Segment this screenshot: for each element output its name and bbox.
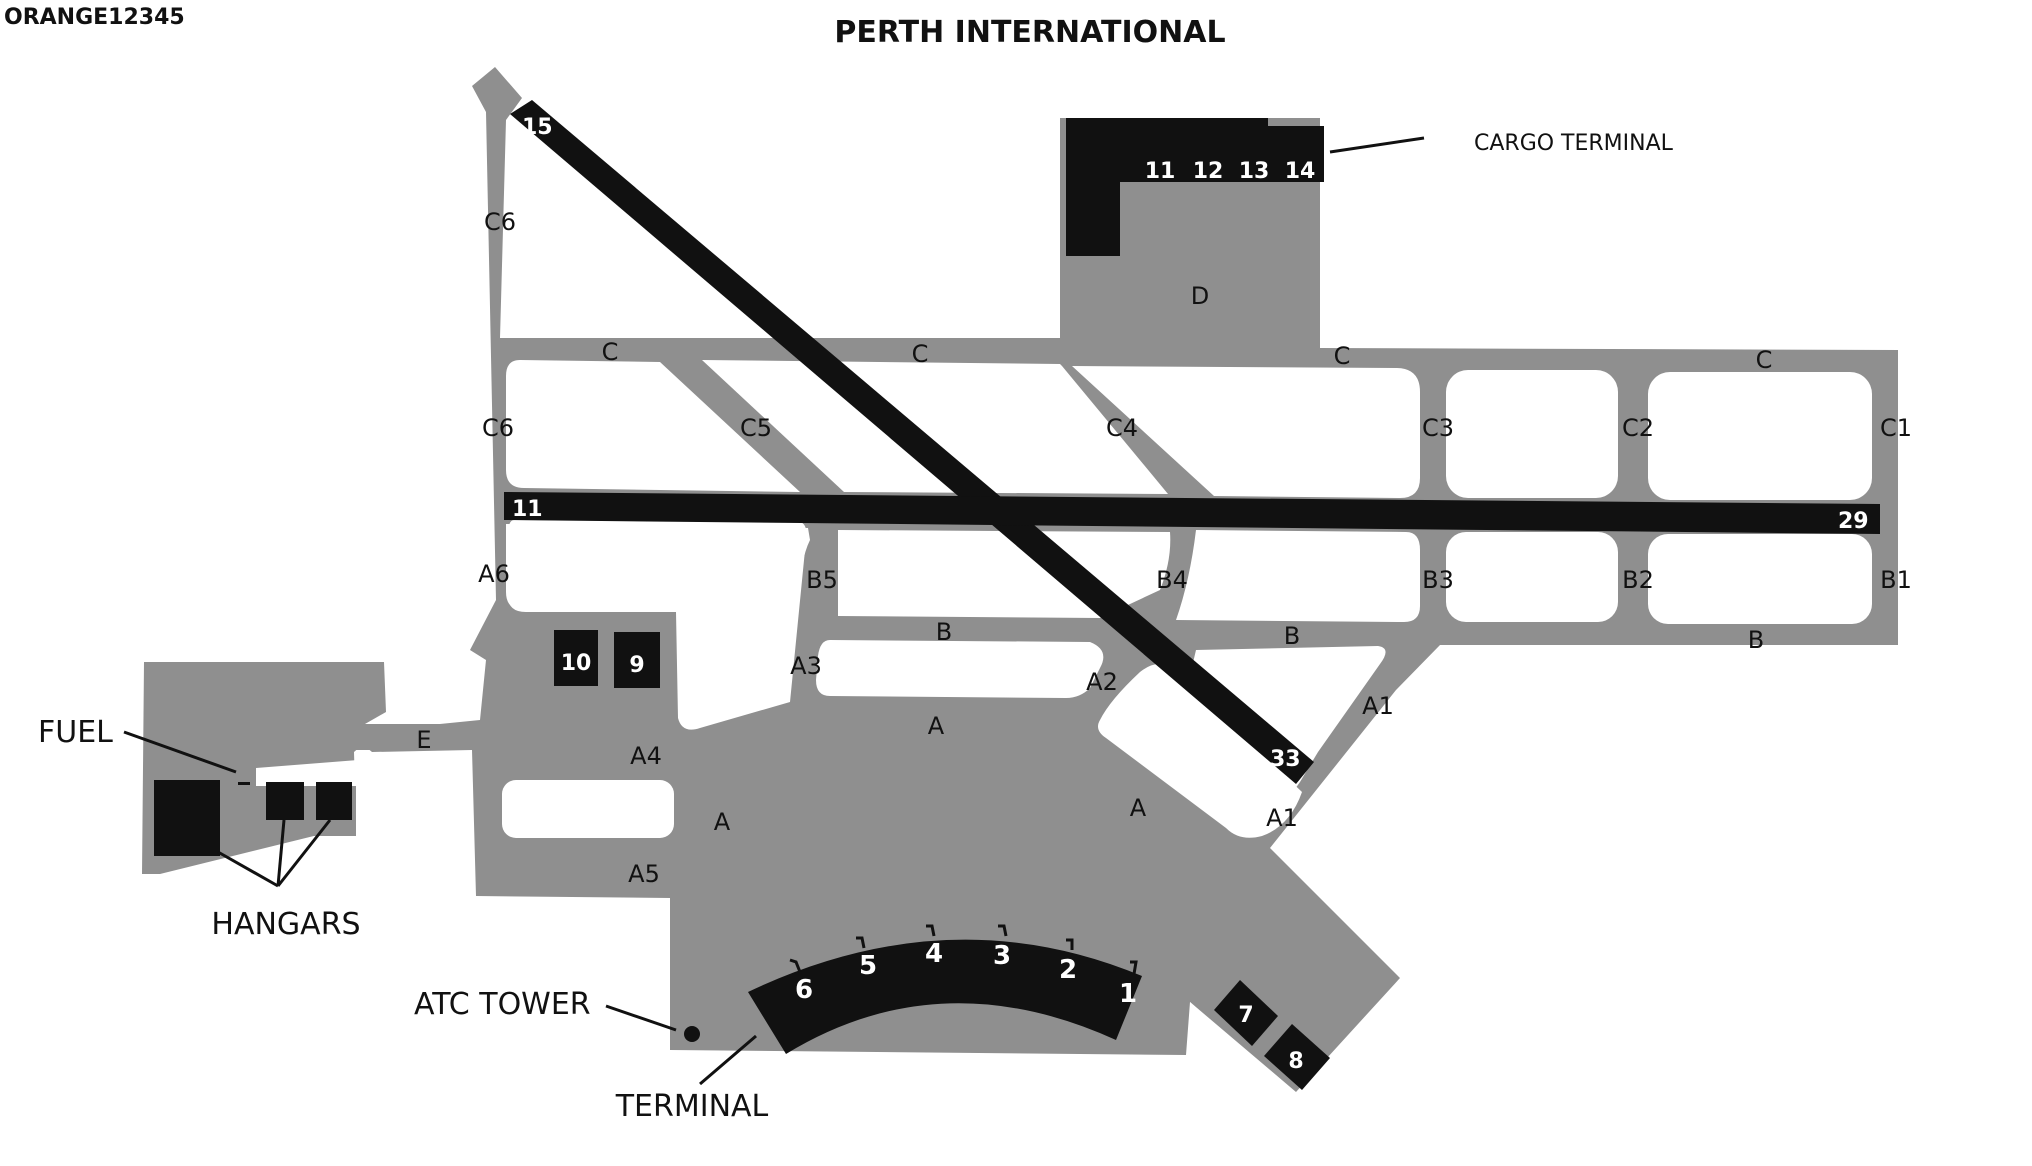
atc-tower-label: ATC TOWER [414, 987, 591, 1022]
cargo-terminal-building [1066, 118, 1324, 256]
gate-label-4: 4 [925, 939, 943, 969]
taxiway-label-c-4: C [1756, 346, 1773, 374]
taxiway-label-b-1: B [936, 618, 952, 646]
hangar-3 [316, 782, 352, 820]
stand-9 [614, 632, 660, 688]
taxiway-label-d: D [1191, 282, 1209, 310]
taxiway-label-a1-lower: A1 [1266, 804, 1298, 832]
taxiway-label-b4: B4 [1156, 566, 1188, 594]
taxiway-label-c6-mid: C6 [482, 414, 514, 442]
taxiway-label-c-3: C [1334, 342, 1351, 370]
stand-label-10: 10 [561, 651, 592, 676]
stand-label-9: 9 [629, 653, 644, 678]
stand-label-7: 7 [1238, 1003, 1253, 1028]
runway-label-33: 33 [1270, 747, 1301, 772]
taxiway-labels: C6 C C C C D C6 C5 C4 C3 C2 C1 A6 B5 B4 … [416, 208, 1912, 888]
gate-label-6: 6 [795, 975, 813, 1005]
gate-label-3: 3 [993, 941, 1011, 971]
taxiway-label-c4: C4 [1106, 414, 1138, 442]
cargo-stand-12: 12 [1193, 159, 1224, 184]
taxiway-label-b3: B3 [1422, 566, 1454, 594]
hangar-1 [154, 780, 220, 856]
gate-label-2: 2 [1059, 955, 1077, 985]
taxiway-label-a-1: A [928, 712, 945, 740]
taxiway-label-b1: B1 [1880, 566, 1912, 594]
taxiway-label-c-1: C [602, 338, 619, 366]
buildings [154, 118, 1330, 1090]
fuel-label: FUEL [38, 715, 113, 750]
taxiway-label-b2: B2 [1622, 566, 1654, 594]
cargo-stand-11: 11 [1145, 159, 1176, 184]
hangar-2 [266, 782, 304, 820]
taxiway-label-c6-top: C6 [484, 208, 516, 236]
taxiway-label-a2: A2 [1086, 668, 1118, 696]
taxiway-label-c3: C3 [1422, 414, 1454, 442]
cargo-stand-14: 14 [1285, 159, 1316, 184]
cargo-stand-13: 13 [1239, 159, 1270, 184]
cargo-terminal-label: CARGO TERMINAL [1474, 131, 1674, 156]
taxiway-label-c5: C5 [740, 414, 772, 442]
taxiway-label-c2: C2 [1622, 414, 1654, 442]
atc-tower-marker [684, 1026, 700, 1042]
runway-label-15: 15 [522, 115, 553, 140]
taxiway-label-c1: C1 [1880, 414, 1912, 442]
page-title: PERTH INTERNATIONAL [834, 15, 1225, 50]
taxiway-label-c-2: C [912, 340, 929, 368]
taxiway-label-e: E [416, 726, 431, 754]
runway-label-11: 11 [512, 497, 543, 522]
taxiway-label-a1-upper: A1 [1362, 692, 1394, 720]
taxiway-label-a-2: A [1130, 794, 1147, 822]
stand-label-8: 8 [1288, 1049, 1303, 1074]
taxiway-label-a5: A5 [628, 860, 660, 888]
taxiway-label-a-3: A [714, 808, 731, 836]
taxiway-label-a4: A4 [630, 742, 662, 770]
stand-7 [1214, 980, 1278, 1046]
stand-8 [1264, 1024, 1330, 1090]
terminal-label: TERMINAL [615, 1089, 769, 1124]
taxiway-label-b-3: B [1748, 626, 1764, 654]
taxiway-label-b-2: B [1284, 622, 1300, 650]
hangars-label: HANGARS [211, 907, 360, 942]
gate-ticks [789, 924, 1138, 975]
runway-label-29: 29 [1838, 509, 1869, 534]
corner-code: ORANGE12345 [4, 5, 185, 30]
terminal-building [748, 939, 1142, 1054]
runway-11-29 [504, 492, 1880, 534]
gate-label-1: 1 [1119, 979, 1137, 1009]
taxiway-label-a6: A6 [478, 560, 510, 588]
taxiway-label-b5: B5 [806, 566, 838, 594]
gate-label-5: 5 [859, 951, 877, 981]
stand-10 [554, 630, 598, 686]
leader-lines [123, 136, 1425, 1086]
fuel-depot [238, 782, 250, 785]
runways [504, 100, 1880, 784]
taxiway-label-a3: A3 [790, 652, 822, 680]
runway-15-33 [510, 100, 1314, 784]
